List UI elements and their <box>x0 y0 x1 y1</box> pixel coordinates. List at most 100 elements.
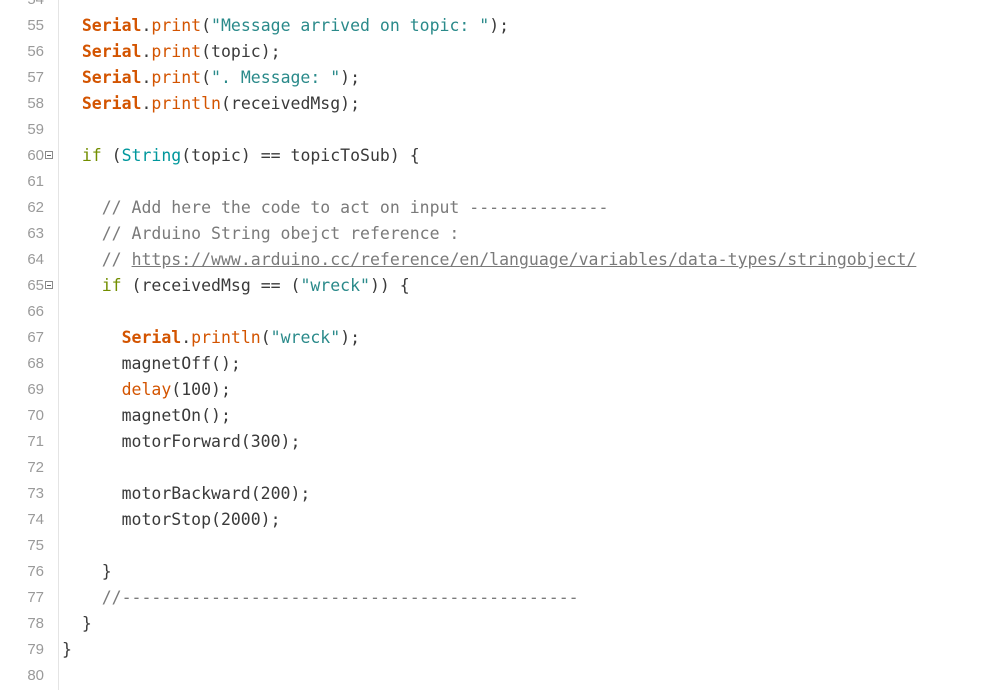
type-token: String <box>121 146 182 165</box>
string-token: "Message arrived on topic: " <box>211 16 490 35</box>
code-line[interactable]: 67 Serial.println("wreck"); <box>0 325 1000 351</box>
code-line[interactable]: 66 <box>0 299 1000 325</box>
code-text: // https://www.arduino.cc/reference/en/l… <box>62 247 917 273</box>
string-token: "wreck" <box>270 328 341 347</box>
code-token: } <box>62 614 92 633</box>
code-token: magnetOff(); <box>62 354 241 373</box>
fold-toggle-icon[interactable] <box>45 281 53 289</box>
code-token <box>62 94 82 113</box>
code-line[interactable]: 75 <box>0 533 1000 559</box>
code-line[interactable]: 63 // Arduino String obejct reference : <box>0 221 1000 247</box>
code-line[interactable]: 79} <box>0 637 1000 663</box>
line-number: 71 <box>27 433 44 450</box>
code-text: Serial.print("Message arrived on topic: … <box>62 13 509 39</box>
code-text: magnetOn(); <box>62 403 231 429</box>
code-token <box>62 328 122 347</box>
code-text: // Add here the code to act on input ---… <box>62 195 609 221</box>
code-token: ); <box>489 16 510 35</box>
code-line[interactable]: 61 <box>0 169 1000 195</box>
code-token: . <box>141 42 152 61</box>
comment-token: //--------------------------------------… <box>101 588 579 607</box>
line-number-gutter <box>0 0 59 690</box>
code-line[interactable]: 57 Serial.print(". Message: "); <box>0 65 1000 91</box>
code-line[interactable]: 60 if (String(topic) == topicToSub) { <box>0 143 1000 169</box>
line-number: 76 <box>27 563 44 580</box>
line-number: 58 <box>27 95 44 112</box>
code-token: } <box>62 640 72 659</box>
code-line[interactable]: 55 Serial.print("Message arrived on topi… <box>0 13 1000 39</box>
function-token: print <box>151 42 202 61</box>
line-number: 69 <box>27 381 44 398</box>
fold-toggle-icon[interactable] <box>45 151 53 159</box>
function-token: println <box>151 94 221 113</box>
code-token <box>62 16 82 35</box>
link[interactable]: https://www.arduino.cc/reference/en/lang… <box>131 250 917 269</box>
code-token: motorStop(2000); <box>62 510 281 529</box>
code-line[interactable]: 80 <box>0 663 1000 689</box>
code-text: motorBackward(200); <box>62 481 311 507</box>
code-token <box>62 68 82 87</box>
code-line[interactable]: 56 Serial.print(topic); <box>0 39 1000 65</box>
code-token: (100); <box>171 380 231 399</box>
object-token: Serial <box>81 42 142 61</box>
keyword-token: if <box>81 146 102 165</box>
object-token: Serial <box>121 328 182 347</box>
code-line[interactable]: 64 // https://www.arduino.cc/reference/e… <box>0 247 1000 273</box>
function-token: delay <box>121 380 172 399</box>
code-token: motorBackward(200); <box>62 484 311 503</box>
object-token: Serial <box>81 68 142 87</box>
code-token <box>62 42 82 61</box>
code-line[interactable]: 62 // Add here the code to act on input … <box>0 195 1000 221</box>
code-line[interactable]: 78 } <box>0 611 1000 637</box>
code-token: ( <box>260 328 271 347</box>
code-line[interactable]: 54 <box>0 0 1000 13</box>
line-number: 62 <box>27 199 44 216</box>
code-line[interactable]: 76 } <box>0 559 1000 585</box>
line-number: 57 <box>27 69 44 86</box>
function-token: println <box>191 328 261 347</box>
code-line[interactable]: 74 motorStop(2000); <box>0 507 1000 533</box>
code-token: )) { <box>369 276 410 295</box>
code-line[interactable]: 58 Serial.println(receivedMsg); <box>0 91 1000 117</box>
code-text: magnetOff(); <box>62 351 241 377</box>
line-number: 72 <box>27 459 44 476</box>
code-token: (receivedMsg == ( <box>121 276 301 295</box>
code-token <box>62 146 82 165</box>
line-number: 55 <box>27 17 44 34</box>
code-line[interactable]: 72 <box>0 455 1000 481</box>
string-token: ". Message: " <box>211 68 341 87</box>
code-token: . <box>141 68 152 87</box>
code-token <box>62 198 102 217</box>
line-number: 65 <box>27 277 44 294</box>
code-line[interactable]: 68 magnetOff(); <box>0 351 1000 377</box>
line-number: 67 <box>27 329 44 346</box>
code-text: if (receivedMsg == ("wreck")) { <box>62 273 410 299</box>
code-token: magnetOn(); <box>62 406 231 425</box>
code-token: (receivedMsg); <box>220 94 361 113</box>
line-number: 74 <box>27 511 44 528</box>
code-line[interactable]: 71 motorForward(300); <box>0 429 1000 455</box>
line-number: 73 <box>27 485 44 502</box>
code-line[interactable]: 77 //-----------------------------------… <box>0 585 1000 611</box>
code-line[interactable]: 65 if (receivedMsg == ("wreck")) { <box>0 273 1000 299</box>
object-token: Serial <box>81 16 142 35</box>
code-token: ( <box>201 68 212 87</box>
function-token: print <box>151 68 202 87</box>
line-number: 70 <box>27 407 44 424</box>
code-line[interactable]: 59 <box>0 117 1000 143</box>
code-text: Serial.print(topic); <box>62 39 281 65</box>
code-text: // Arduino String obejct reference : <box>62 221 460 247</box>
code-text: Serial.println(receivedMsg); <box>62 91 360 117</box>
code-line[interactable]: 69 delay(100); <box>0 377 1000 403</box>
code-token <box>62 380 122 399</box>
line-number: 61 <box>27 173 44 190</box>
code-text: motorForward(300); <box>62 429 301 455</box>
code-line[interactable]: 70 magnetOn(); <box>0 403 1000 429</box>
code-line[interactable]: 73 motorBackward(200); <box>0 481 1000 507</box>
code-text: } <box>62 611 92 637</box>
code-token: ( <box>101 146 122 165</box>
code-text: } <box>62 559 112 585</box>
object-token: Serial <box>81 94 142 113</box>
